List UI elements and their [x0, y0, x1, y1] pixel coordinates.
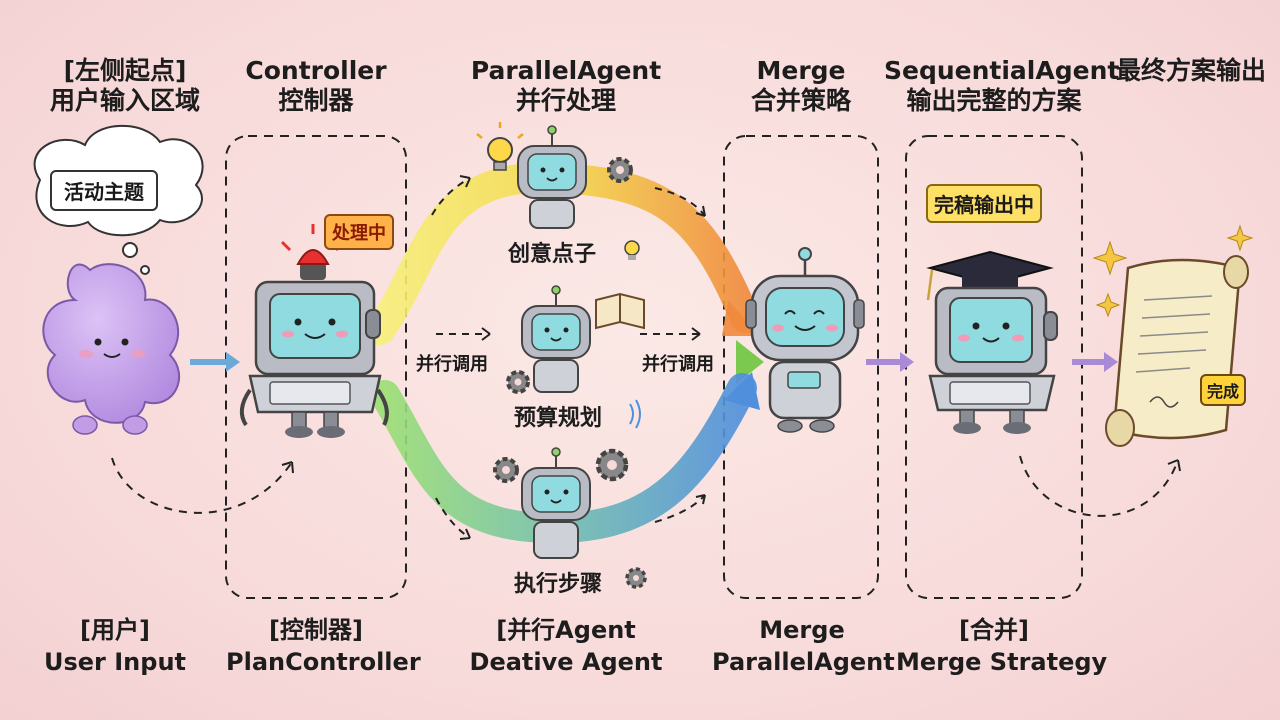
- header-start-line2: 用户输入区域: [49, 86, 200, 115]
- header-merge-line2: 合并策略: [750, 86, 851, 115]
- open-book-icon: [595, 292, 645, 330]
- band-label-right: 并行调用: [642, 354, 714, 375]
- gear-icon: [506, 370, 530, 394]
- dashed-arrowhead: [459, 528, 471, 540]
- arrow-user-to-controller: [190, 352, 240, 372]
- arrow-sequential-to-final: [1072, 352, 1118, 372]
- dashed-arrowhead: [691, 327, 701, 341]
- user-blob-character: [42, 263, 181, 435]
- header-merge-line1: Merge: [756, 56, 846, 85]
- header-parallel-line2: 并行处理: [515, 86, 616, 115]
- header-start: [左侧起点] 用户输入区域: [40, 56, 210, 116]
- merge-robot: [745, 247, 865, 433]
- footer-controller-line1: [控制器]: [269, 616, 363, 644]
- footer-merge-line1: Merge: [759, 616, 845, 644]
- footer-sequential-line1: [合并]: [959, 616, 1029, 644]
- footer-controller: [控制器] PlanController: [226, 614, 421, 678]
- header-sequential: SequentialAgent 输出完整的方案: [884, 56, 1120, 116]
- agent-label-budget: 预算规划: [514, 406, 603, 431]
- footer-sequential-line2: Merge Strategy: [896, 648, 1108, 676]
- dashed-arrowhead: [1167, 459, 1181, 472]
- footer-user-line1: [用户]: [80, 616, 150, 644]
- small-gear-icon: [625, 567, 647, 589]
- header-controller-line2: 控制器: [278, 86, 354, 115]
- gear-icon: [607, 157, 633, 183]
- dashed-arrow-sequential-to-final: [1019, 455, 1179, 517]
- header-sequential-line2: 输出完整的方案: [906, 86, 1082, 115]
- header-parallel: ParallelAgent 并行处理: [466, 56, 666, 116]
- header-merge: Merge 合并策略: [724, 56, 878, 116]
- header-start-line1: [左侧起点]: [63, 56, 187, 85]
- footer-sequential: [合并] Merge Strategy: [896, 614, 1108, 678]
- footer-controller-line2: PlanController: [226, 648, 421, 676]
- dashed-arrow-from-creative: [654, 187, 706, 217]
- header-controller: Controller 控制器: [226, 56, 406, 116]
- steps-agent-robot: [521, 447, 591, 559]
- dashed-arrow-to-creative: [431, 177, 471, 216]
- sparkle-icon: [1092, 224, 1254, 318]
- creative-agent-robot: [517, 125, 587, 229]
- footer-merge-line2: ParallelAgent: [712, 648, 895, 676]
- controller-status-tag: 处理中: [324, 214, 394, 250]
- dashed-arrow-to-steps: [435, 497, 471, 539]
- gear-icon: [493, 457, 519, 483]
- lightbulb-icon: [476, 122, 524, 171]
- dashed-arrowhead: [695, 494, 706, 505]
- footer-user: [用户] User Input: [30, 614, 200, 678]
- user-topic-bubble: 活动主题: [50, 170, 158, 211]
- header-final-line1: 最终方案输出: [1115, 56, 1266, 85]
- footer-parallel-line1: [并行Agent: [496, 616, 636, 644]
- arrow-merge-to-sequential: [866, 352, 914, 372]
- dashed-arrow-from-steps: [654, 494, 706, 523]
- flow-band-bottom-arrowhead: [724, 372, 760, 410]
- header-controller-line1: Controller: [245, 56, 387, 85]
- gear-icon: [595, 448, 629, 482]
- final-done-badge: 完成: [1200, 374, 1247, 406]
- dashed-arrow-user-to-controller: [111, 457, 293, 514]
- sequential-robot: [926, 250, 1058, 434]
- controller-robot: [239, 224, 389, 438]
- footer-user-line2: User Input: [44, 648, 186, 676]
- flow-band-middle-arrowhead: [736, 340, 764, 384]
- dashed-arrowhead: [695, 205, 706, 217]
- header-parallel-line1: ParallelAgent: [470, 56, 662, 85]
- controller-frame: [225, 135, 407, 599]
- sequential-status-tag: 完稿输出中: [926, 184, 1042, 223]
- footer-merge: Merge ParallelAgent: [712, 614, 895, 678]
- dashed-arrowhead: [281, 461, 294, 474]
- header-final: 最终方案输出: [1108, 56, 1274, 86]
- header-sequential-line1: SequentialAgent: [884, 56, 1120, 85]
- dashed-arrowhead: [481, 327, 491, 341]
- agent-label-creative: 创意点子: [508, 242, 597, 267]
- budget-agent-robot: [521, 285, 591, 393]
- agent-label-steps: 执行步骤: [514, 572, 603, 597]
- sound-wave-icon: [629, 399, 641, 429]
- small-lightbulb-icon: [624, 240, 640, 260]
- footer-parallel: [并行Agent Deative Agent: [466, 614, 666, 678]
- footer-parallel-line2: Deative Agent: [469, 648, 663, 676]
- scroll-document-icon: [1105, 255, 1249, 447]
- band-label-left: 并行调用: [416, 354, 488, 375]
- dashed-arrowhead: [459, 175, 471, 188]
